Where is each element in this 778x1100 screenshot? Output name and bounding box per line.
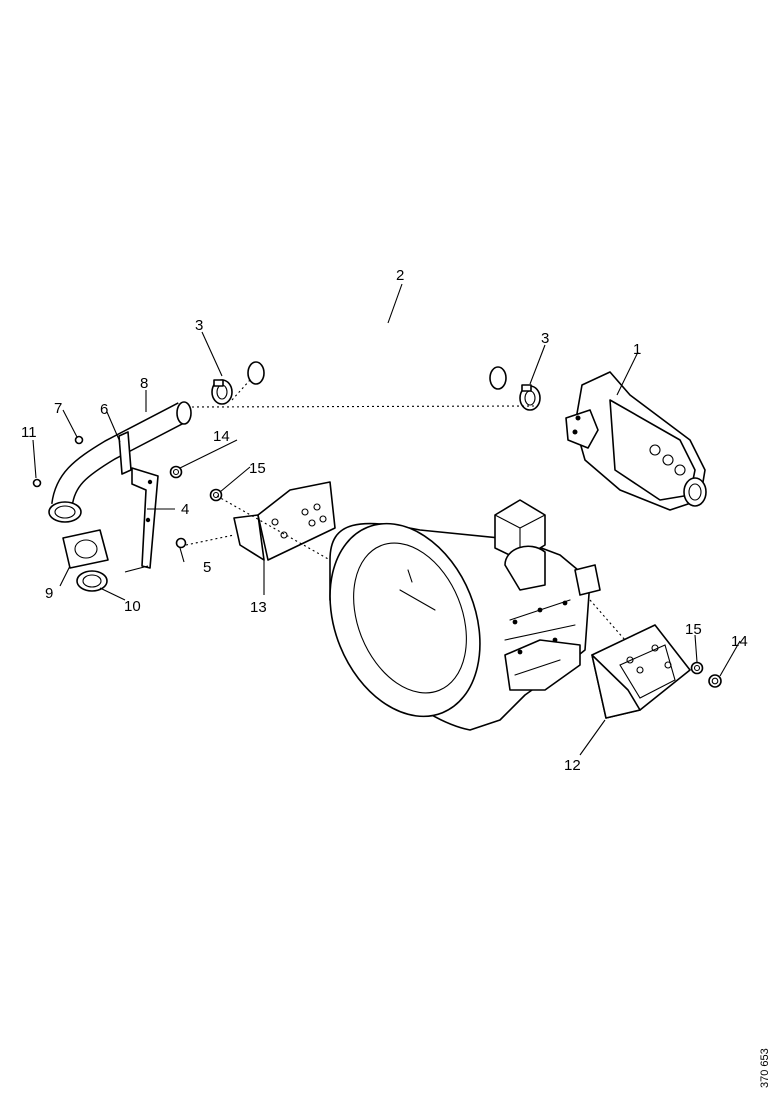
pipe-8 [48, 401, 192, 523]
callout-2: 2 [396, 267, 404, 284]
callout-7: 7 [54, 400, 62, 417]
screw-7 [74, 435, 84, 445]
callout-3-right: 3 [541, 330, 549, 347]
callout-10: 10 [124, 598, 141, 615]
hose-clamp-3-left [211, 379, 233, 405]
bolt-14-left [169, 465, 183, 479]
callout-14-left: 14 [213, 428, 230, 445]
callout-14-right: 14 [731, 633, 748, 650]
callout-15-left: 15 [249, 460, 266, 477]
callout-11: 11 [21, 424, 37, 441]
gearbox-housing [329, 499, 601, 731]
gasket-9 [62, 529, 109, 569]
callout-6: 6 [100, 401, 108, 418]
strap-6 [118, 431, 132, 475]
screw-11 [32, 478, 42, 488]
bracket-13 [233, 481, 336, 561]
drawing-code: 370 653 [759, 1048, 771, 1088]
callout-4: 4 [181, 501, 189, 518]
bolt-5 [175, 537, 187, 549]
support-bracket-4 [131, 467, 159, 569]
hose-2 [244, 307, 507, 390]
housing-part-1 [565, 371, 707, 511]
callout-15-right: 15 [685, 621, 702, 638]
callout-13: 13 [250, 599, 267, 616]
washer-15-left [209, 488, 223, 502]
leader-lines [32, 283, 741, 756]
callout-12: 12 [564, 757, 581, 774]
bolt-14-right [708, 674, 722, 688]
callout-5: 5 [203, 559, 211, 576]
washer-15-right [690, 661, 704, 675]
callout-3-left: 3 [195, 317, 203, 334]
callout-1: 1 [633, 341, 641, 358]
bracket-12 [591, 624, 691, 719]
callout-8: 8 [140, 375, 148, 392]
hose-clamp-3-right [519, 384, 541, 411]
callout-9: 9 [45, 585, 53, 602]
callout-labels: 1 2 3 3 4 5 6 7 8 9 10 11 12 13 14 14 15… [21, 267, 748, 774]
sealing-ring-10 [76, 570, 108, 592]
